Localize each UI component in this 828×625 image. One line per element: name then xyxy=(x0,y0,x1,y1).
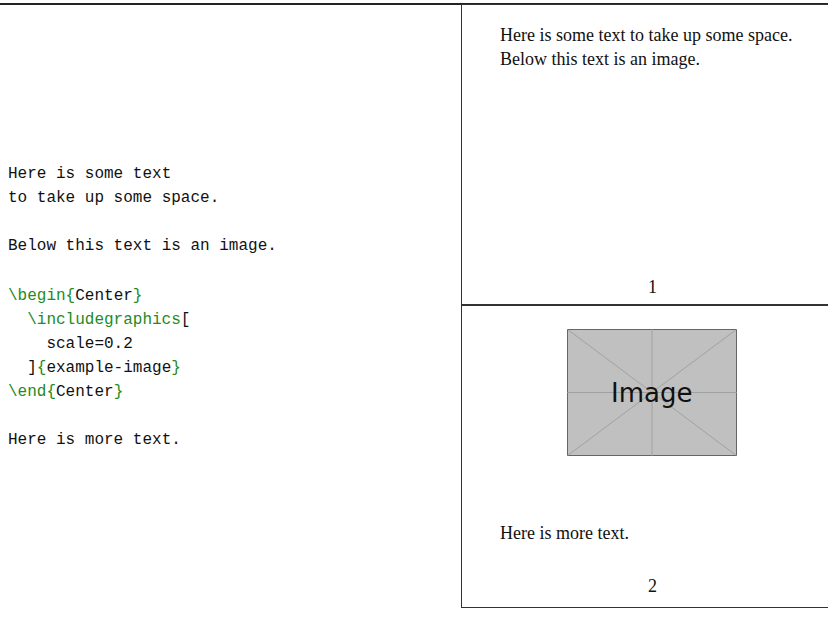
code-token: [ xyxy=(181,311,191,329)
page-number: 1 xyxy=(648,275,657,299)
code-token: } xyxy=(133,287,143,305)
code-token: \includegraphics xyxy=(27,311,181,329)
code-token: Below this text is an image. xyxy=(8,237,277,255)
code-token: Here is some text xyxy=(8,165,171,183)
image-label: Image xyxy=(611,381,692,405)
code-token: to take up some space. xyxy=(8,189,219,207)
code-line: scale=0.2 xyxy=(8,332,133,356)
code-line: Here is some text xyxy=(8,162,171,186)
paragraph: Here is more text. xyxy=(475,521,815,545)
image-fill xyxy=(568,330,737,456)
code-line: to take up some space. xyxy=(8,186,219,210)
code-token: Here is more text. xyxy=(8,431,181,449)
code-token: scale=0.2 xyxy=(46,335,132,353)
code-token: { xyxy=(37,359,47,377)
code-token: example-image xyxy=(46,359,171,377)
code-token: \begin{ xyxy=(8,287,75,305)
page-number: 2 xyxy=(648,574,657,598)
paragraph: Here is some text to take up some space. xyxy=(475,23,815,47)
code-token: \end{ xyxy=(8,383,56,401)
code-line: Here is more text. xyxy=(8,428,181,452)
image-guide xyxy=(567,329,737,456)
code-token: } xyxy=(171,359,181,377)
code-token: } xyxy=(114,383,124,401)
code-token: Center xyxy=(75,287,133,305)
code-line: Below this text is an image. xyxy=(8,234,277,258)
page-frame: ImageHere is more text. 2 xyxy=(461,305,828,608)
example-image: Image xyxy=(567,329,737,456)
paragraph: Below this text is an image. xyxy=(475,47,815,71)
code-line: \includegraphics[ xyxy=(8,308,190,332)
page-frame: Here is some text to take up some space.… xyxy=(461,4,828,305)
code-token: Center xyxy=(56,383,114,401)
code-line: ]{example-image} xyxy=(8,356,181,380)
code-line: \begin{Center} xyxy=(8,284,142,308)
code-line: \end{Center} xyxy=(8,380,123,404)
image-guide xyxy=(567,329,737,456)
code-token: ] xyxy=(27,359,37,377)
